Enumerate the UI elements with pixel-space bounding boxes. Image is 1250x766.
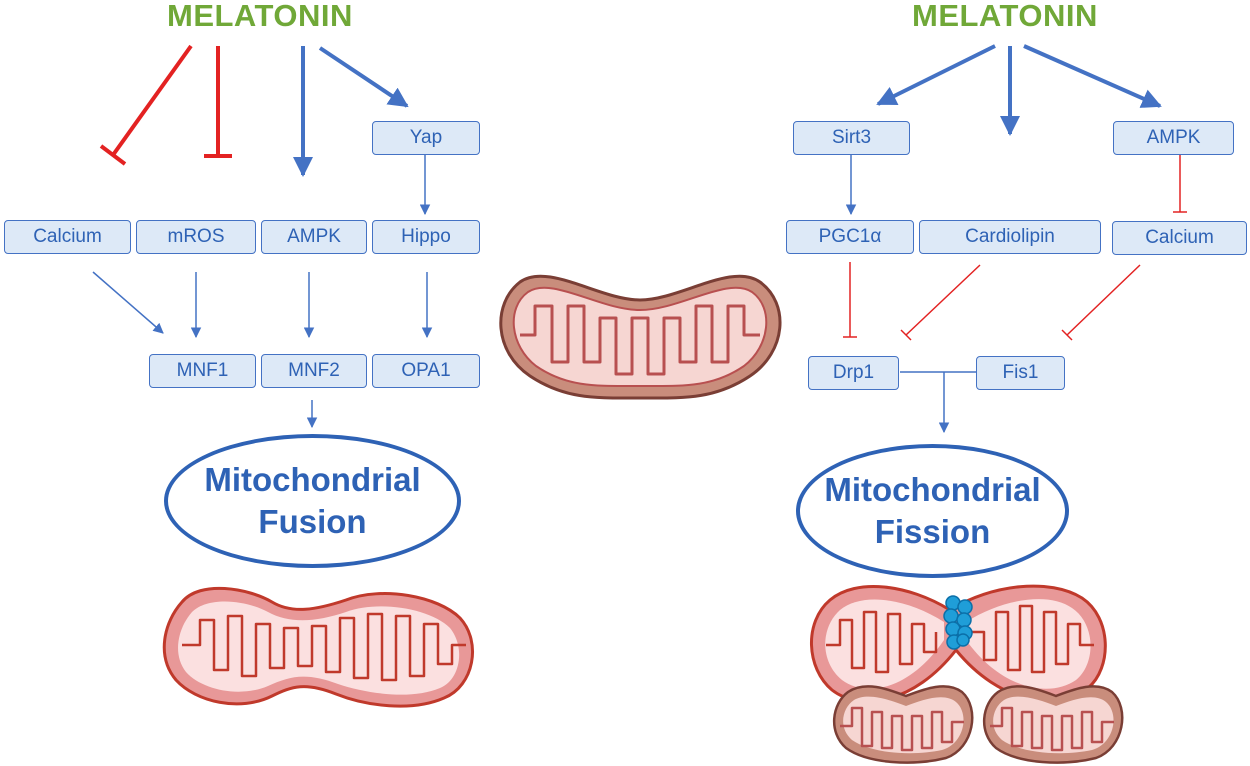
outcome-mitochondrial-fusion: Mitochondrial Fusion <box>164 434 461 568</box>
dividing-mitochondrion-icon <box>810 584 1107 703</box>
inhibit-melatonin-mros <box>204 46 232 158</box>
node-calcium-fission: Calcium <box>1112 221 1247 255</box>
node-mros: mROS <box>136 220 256 254</box>
mitochondrion-icon <box>499 274 782 400</box>
node-drp1: Drp1 <box>808 356 899 390</box>
node-fis1: Fis1 <box>976 356 1065 390</box>
inhibit-cardiolipin-drp1 <box>900 264 981 341</box>
node-hippo: Hippo <box>372 220 480 254</box>
arrow-melatonin-ampk <box>1023 44 1162 108</box>
node-pgc1a: PGC1α <box>786 220 914 254</box>
node-mnf1: MNF1 <box>149 354 256 388</box>
node-calcium-fusion: Calcium <box>4 220 131 254</box>
node-mnf2: MNF2 <box>261 354 367 388</box>
outcome-mitochondrial-fission: Mitochondrial Fission <box>796 444 1069 578</box>
inhibit-calcium-fis1 <box>1061 264 1141 341</box>
node-opa1: OPA1 <box>372 354 480 388</box>
outcome-fission-line1: Mitochondrial <box>824 471 1041 508</box>
outcome-fusion-line1: Mitochondrial <box>204 461 421 498</box>
arrow-melatonin-yap <box>318 46 409 108</box>
drp1-ring-icon <box>943 595 973 650</box>
inhibit-ampk-calcium <box>1173 155 1187 213</box>
melatonin-title-fusion: MELATONIN <box>167 0 353 33</box>
drp1-fis1-junction <box>900 371 976 434</box>
outcome-fission-line2: Fission <box>874 513 991 550</box>
node-yap: Yap <box>372 121 480 155</box>
node-ampk-fusion: AMPK <box>261 220 367 254</box>
daughter-mitochondria-icon <box>832 685 1124 764</box>
arrow-calcium-mnf1 <box>92 271 164 334</box>
outcome-fusion-line2: Fusion <box>258 503 367 540</box>
inhibit-melatonin-calcium <box>99 44 193 166</box>
node-sirt3: Sirt3 <box>793 121 910 155</box>
elongated-mitochondrion-icon <box>162 586 474 708</box>
inhibit-pgc1a-drp1 <box>843 262 857 338</box>
arrow-melatonin-sirt3 <box>876 44 996 106</box>
node-cardiolipin: Cardiolipin <box>919 220 1101 254</box>
melatonin-title-fission: MELATONIN <box>912 0 1098 33</box>
node-ampk-fission: AMPK <box>1113 121 1234 155</box>
